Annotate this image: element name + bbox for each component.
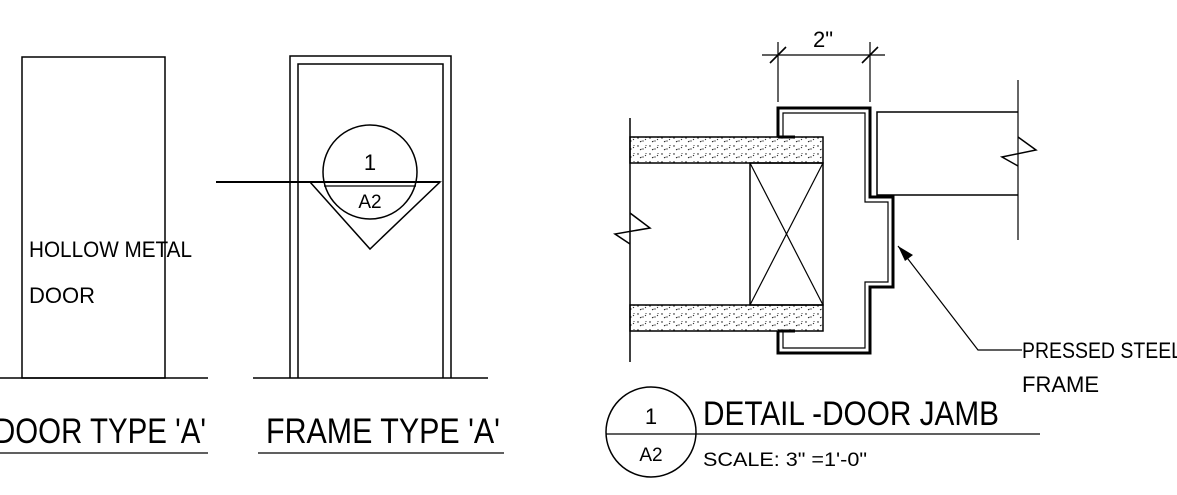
door-jamb-detail: 2" PRESSED STEEL FRAME 1 A2 DETAIL -DOOR… [605, 27, 1177, 478]
detail-callout-bubble [605, 386, 697, 478]
frame-inner-outline [297, 63, 444, 378]
frame-outer-outline [289, 55, 452, 378]
frame-leader-arrow [898, 246, 913, 261]
door-panel [21, 56, 166, 379]
wall-break-symbol [613, 212, 652, 245]
section-callout-triangle [308, 181, 442, 251]
frame-leader-label-line1: PRESSED STEEL [1022, 338, 1177, 363]
section-callout-bubble [322, 124, 418, 220]
dimension-text: 2" [813, 27, 833, 52]
door-break-symbol [999, 136, 1038, 167]
door-label-line2: DOOR [29, 283, 95, 308]
frame-leader-line [897, 245, 1022, 351]
section-callout-number: 1 [364, 150, 376, 175]
dimension-2in: 2" [762, 27, 885, 102]
frame-leader-label-line2: FRAME [1022, 372, 1099, 397]
door-type-title: DOOR TYPE 'A' [0, 412, 206, 451]
detail-title: DETAIL -DOOR JAMB [703, 395, 999, 433]
drywall-bottom [629, 304, 824, 332]
section-callout-sheet: A2 [358, 192, 381, 213]
detail-callout-sheet: A2 [639, 445, 662, 466]
pressed-steel-frame-inner [782, 112, 889, 349]
door-label-line1: HOLLOW METAL [29, 237, 192, 262]
frame-type-elevation: 1 A2 FRAME TYPE 'A' [216, 55, 504, 454]
door-leaf-section [876, 111, 1018, 196]
door-type-elevation: HOLLOW METAL DOOR DOOR TYPE 'A' [0, 56, 208, 454]
drywall-top [629, 136, 824, 164]
frame-type-title: FRAME TYPE 'A' [266, 412, 500, 451]
detail-scale: SCALE: 3" =1'-0" [703, 450, 867, 471]
wood-blocking [749, 162, 824, 306]
detail-callout-number: 1 [645, 404, 657, 429]
pressed-steel-frame [776, 106, 895, 355]
